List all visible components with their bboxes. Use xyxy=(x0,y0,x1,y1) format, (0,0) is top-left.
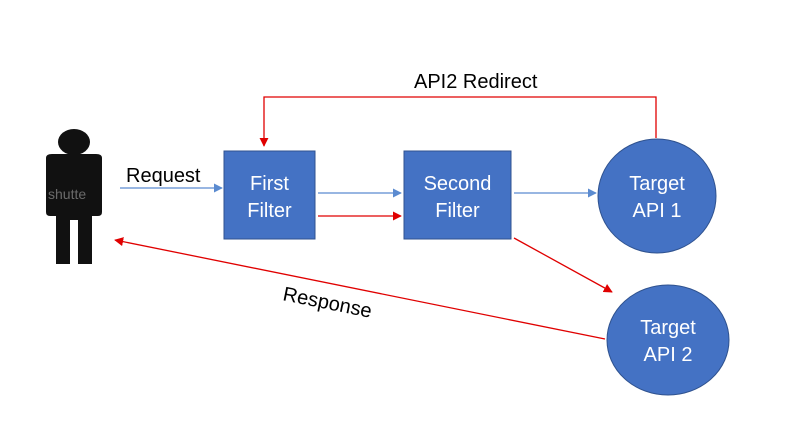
api2-redirect-arrow xyxy=(259,96,657,147)
watermark-text: shutte xyxy=(48,186,86,202)
target-api-2-node: Target API 2 xyxy=(606,284,730,396)
second-filter-box: Second Filter xyxy=(403,150,512,240)
target-api-1-label-line2: API 1 xyxy=(633,200,682,222)
first-filter-box: First Filter xyxy=(223,150,316,240)
target-api-1-node: Target API 1 xyxy=(597,138,717,254)
target-api-2-label-line2: API 2 xyxy=(644,344,693,366)
target-api-1-label-line1: Target xyxy=(629,173,685,195)
request-label: Request xyxy=(126,165,201,187)
target-api-2-label-line1: Target xyxy=(640,317,696,339)
first-filter-label-line2: Filter xyxy=(247,200,292,222)
second-filter-label-line2: Filter xyxy=(435,200,480,222)
second-filter-label-line1: Second xyxy=(424,173,492,195)
response-arrow xyxy=(114,237,606,340)
api2-redirect-label: API2 Redirect xyxy=(414,71,538,93)
user-person-icon xyxy=(46,129,102,264)
second-to-api2-arrow xyxy=(513,237,613,293)
first-filter-label-line1: First xyxy=(250,173,289,195)
